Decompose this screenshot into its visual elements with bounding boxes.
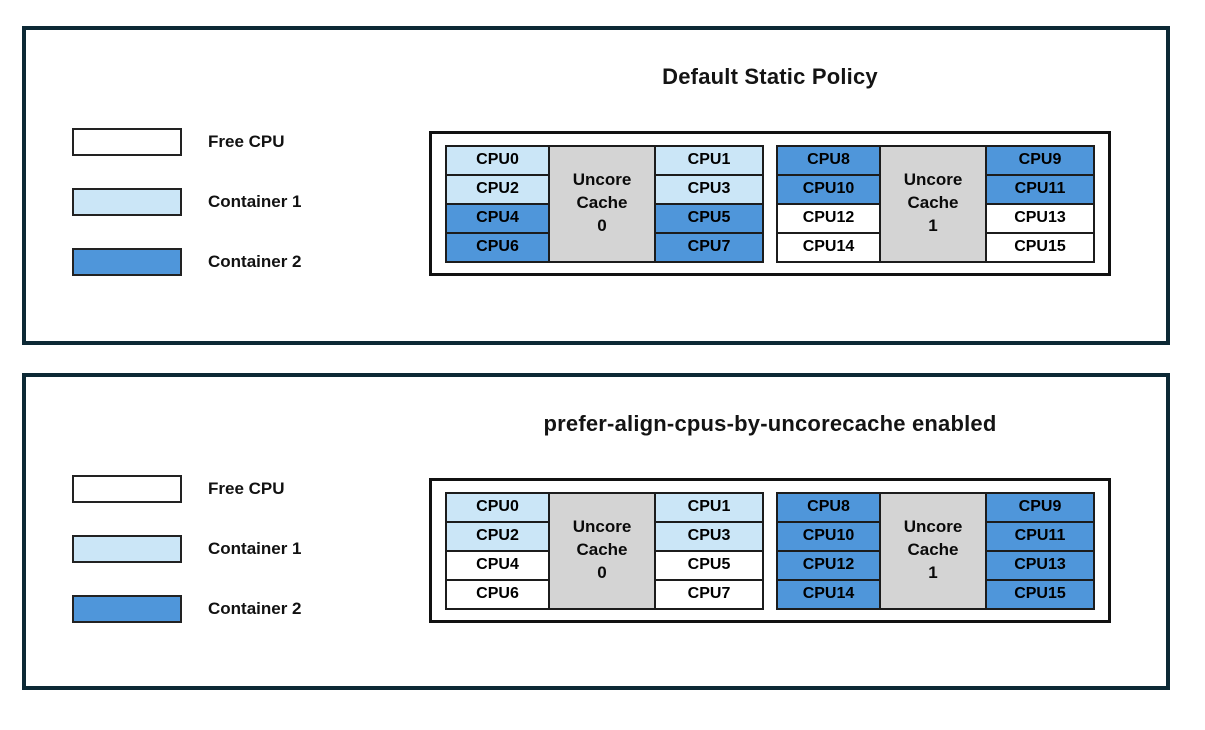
- legend: Free CPU Container 1 Container 2: [72, 475, 302, 655]
- cpu-cell: CPU14: [776, 578, 881, 610]
- legend-swatch-container2: [72, 248, 182, 276]
- uncore-cache-label-line: Cache: [907, 193, 959, 213]
- cpu-cell: CPU11: [985, 173, 1095, 205]
- cpu-cell: CPU3: [654, 173, 764, 205]
- uncore-cache-label-line: Uncore: [572, 170, 632, 190]
- uncore-cache-0-group: CPU0 CPU2 CPU4 CPU6 Uncore Cache 0 CPU1 …: [445, 491, 764, 610]
- legend-item-free-cpu: Free CPU: [72, 475, 302, 503]
- cpu-cell: CPU9: [985, 491, 1095, 523]
- cpu-cell: CPU12: [776, 549, 881, 581]
- panel-default-static-policy: Default Static Policy Free CPU Container…: [22, 26, 1170, 345]
- uncore-cache-label-line: Cache: [576, 193, 628, 213]
- legend-swatch-container1: [72, 188, 182, 216]
- cpu-topology-diagram: CPU0 CPU2 CPU4 CPU6 Uncore Cache 0 CPU1 …: [429, 131, 1111, 276]
- cpu-cell: CPU4: [445, 549, 550, 581]
- cpu-cell: CPU15: [985, 231, 1095, 263]
- uncore-cache-label-line: Uncore: [572, 517, 632, 537]
- cpu-cell: CPU4: [445, 202, 550, 234]
- legend-item-free-cpu: Free CPU: [72, 128, 302, 156]
- panel-prefer-align-uncorecache: prefer-align-cpus-by-uncorecache enabled…: [22, 373, 1170, 690]
- uncore-cache-label-line: 0: [597, 562, 607, 582]
- legend: Free CPU Container 1 Container 2: [72, 128, 302, 308]
- legend-item-container-1: Container 1: [72, 535, 302, 563]
- cpu-cell: CPU0: [445, 491, 550, 523]
- cpu-cell: CPU3: [654, 520, 764, 552]
- uncore-cache-label-line: 0: [597, 215, 607, 235]
- uncore-cache-label-line: 1: [928, 215, 938, 235]
- cpu-column-right: CPU1 CPU3 CPU5 CPU7: [654, 144, 764, 263]
- cpu-cell: CPU13: [985, 202, 1095, 234]
- cpu-cell: CPU6: [445, 231, 550, 263]
- cpu-cell: CPU0: [445, 144, 550, 176]
- legend-item-container-2: Container 2: [72, 248, 302, 276]
- legend-item-container-1: Container 1: [72, 188, 302, 216]
- legend-label: Container 1: [208, 539, 302, 558]
- cpu-cell: CPU12: [776, 202, 881, 234]
- cpu-cell: CPU6: [445, 578, 550, 610]
- cpu-cell: CPU7: [654, 231, 764, 263]
- cpu-column-right: CPU9 CPU11 CPU13 CPU15: [985, 144, 1095, 263]
- cpu-cell: CPU8: [776, 144, 881, 176]
- legend-swatch-free: [72, 128, 182, 156]
- cpu-cell: CPU2: [445, 173, 550, 205]
- legend-label: Container 2: [208, 252, 302, 271]
- uncore-cache-label-line: 1: [928, 562, 938, 582]
- cpu-cell: CPU1: [654, 144, 764, 176]
- cpu-cell: CPU5: [654, 202, 764, 234]
- cpu-cell: CPU2: [445, 520, 550, 552]
- cpu-cell: CPU15: [985, 578, 1095, 610]
- cpu-column-left: CPU8 CPU10 CPU12 CPU14: [776, 491, 881, 610]
- uncore-cache-1-block: Uncore Cache 1: [879, 144, 987, 263]
- panel-title: prefer-align-cpus-by-uncorecache enabled: [543, 411, 997, 436]
- cpu-cell: CPU13: [985, 549, 1095, 581]
- uncore-cache-label-line: Uncore: [903, 517, 963, 537]
- uncore-cache-label-line: Cache: [907, 540, 959, 560]
- legend-swatch-container2: [72, 595, 182, 623]
- cpu-column-right: CPU1 CPU3 CPU5 CPU7: [654, 491, 764, 610]
- cpu-cell: CPU8: [776, 491, 881, 523]
- cpu-cell: CPU9: [985, 144, 1095, 176]
- cpu-column-left: CPU0 CPU2 CPU4 CPU6: [445, 144, 550, 263]
- uncore-cache-label-line: Cache: [576, 540, 628, 560]
- cpu-column-left: CPU0 CPU2 CPU4 CPU6: [445, 491, 550, 610]
- uncore-cache-0-block: Uncore Cache 0: [548, 491, 656, 610]
- uncore-cache-1-group: CPU8 CPU10 CPU12 CPU14 Uncore Cache 1 CP…: [776, 144, 1095, 263]
- cpu-cell: CPU10: [776, 173, 881, 205]
- panel-title: Default Static Policy: [662, 64, 878, 89]
- uncore-cache-0-group: CPU0 CPU2 CPU4 CPU6 Uncore Cache 0 CPU1 …: [445, 144, 764, 263]
- legend-label: Free CPU: [208, 132, 285, 151]
- cpu-column-left: CPU8 CPU10 CPU12 CPU14: [776, 144, 881, 263]
- cpu-cell: CPU11: [985, 520, 1095, 552]
- cpu-column-right: CPU9 CPU11 CPU13 CPU15: [985, 491, 1095, 610]
- legend-swatch-free: [72, 475, 182, 503]
- uncore-cache-1-block: Uncore Cache 1: [879, 491, 987, 610]
- legend-label: Free CPU: [208, 479, 285, 498]
- cpu-topology-diagram: CPU0 CPU2 CPU4 CPU6 Uncore Cache 0 CPU1 …: [429, 478, 1111, 623]
- cpu-cell: CPU10: [776, 520, 881, 552]
- legend-label: Container 2: [208, 599, 302, 618]
- cpu-cell: CPU7: [654, 578, 764, 610]
- legend-item-container-2: Container 2: [72, 595, 302, 623]
- cpu-cell: CPU1: [654, 491, 764, 523]
- cpu-cell: CPU14: [776, 231, 881, 263]
- uncore-cache-label-line: Uncore: [903, 170, 963, 190]
- uncore-cache-1-group: CPU8 CPU10 CPU12 CPU14 Uncore Cache 1 CP…: [776, 491, 1095, 610]
- legend-label: Container 1: [208, 192, 302, 211]
- cpu-cell: CPU5: [654, 549, 764, 581]
- uncore-cache-0-block: Uncore Cache 0: [548, 144, 656, 263]
- legend-swatch-container1: [72, 535, 182, 563]
